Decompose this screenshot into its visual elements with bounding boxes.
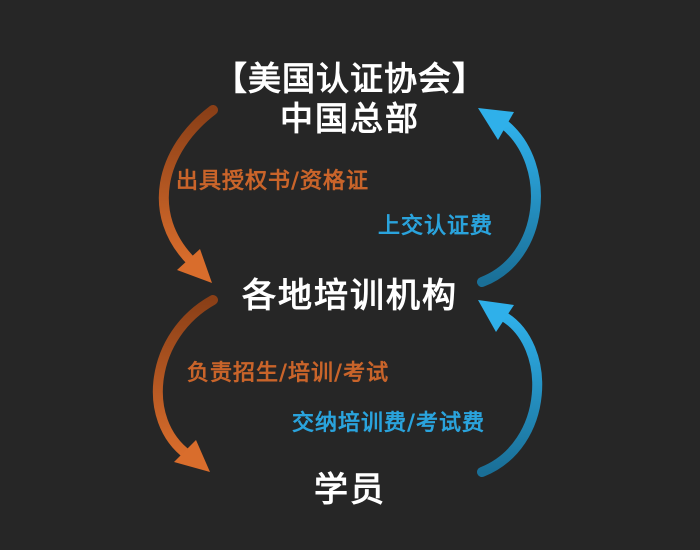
arrow-institutions-to-hq — [477, 108, 541, 287]
arrow-students-to-institutions — [477, 300, 543, 477]
headquarters-title: 【美国认证协会】 — [214, 59, 486, 98]
flow-label-certification-fee: 上交认证费 — [378, 214, 494, 239]
flow-label-authorization: 出具授权书/资格证 — [176, 169, 370, 194]
headquarters-subtitle: 中国总部 — [280, 99, 420, 138]
flow-label-training-exam-fees: 交纳培训费/考试费 — [292, 411, 486, 436]
flow-label-enrollment-training-exam: 负责招生/培训/考试 — [187, 361, 390, 386]
students-node: 学员 — [314, 470, 386, 510]
arrow-institutions-to-students — [152, 295, 218, 472]
arrow-hq-to-institutions — [158, 105, 218, 283]
training-institutions-node: 各地培训机构 — [242, 276, 458, 316]
